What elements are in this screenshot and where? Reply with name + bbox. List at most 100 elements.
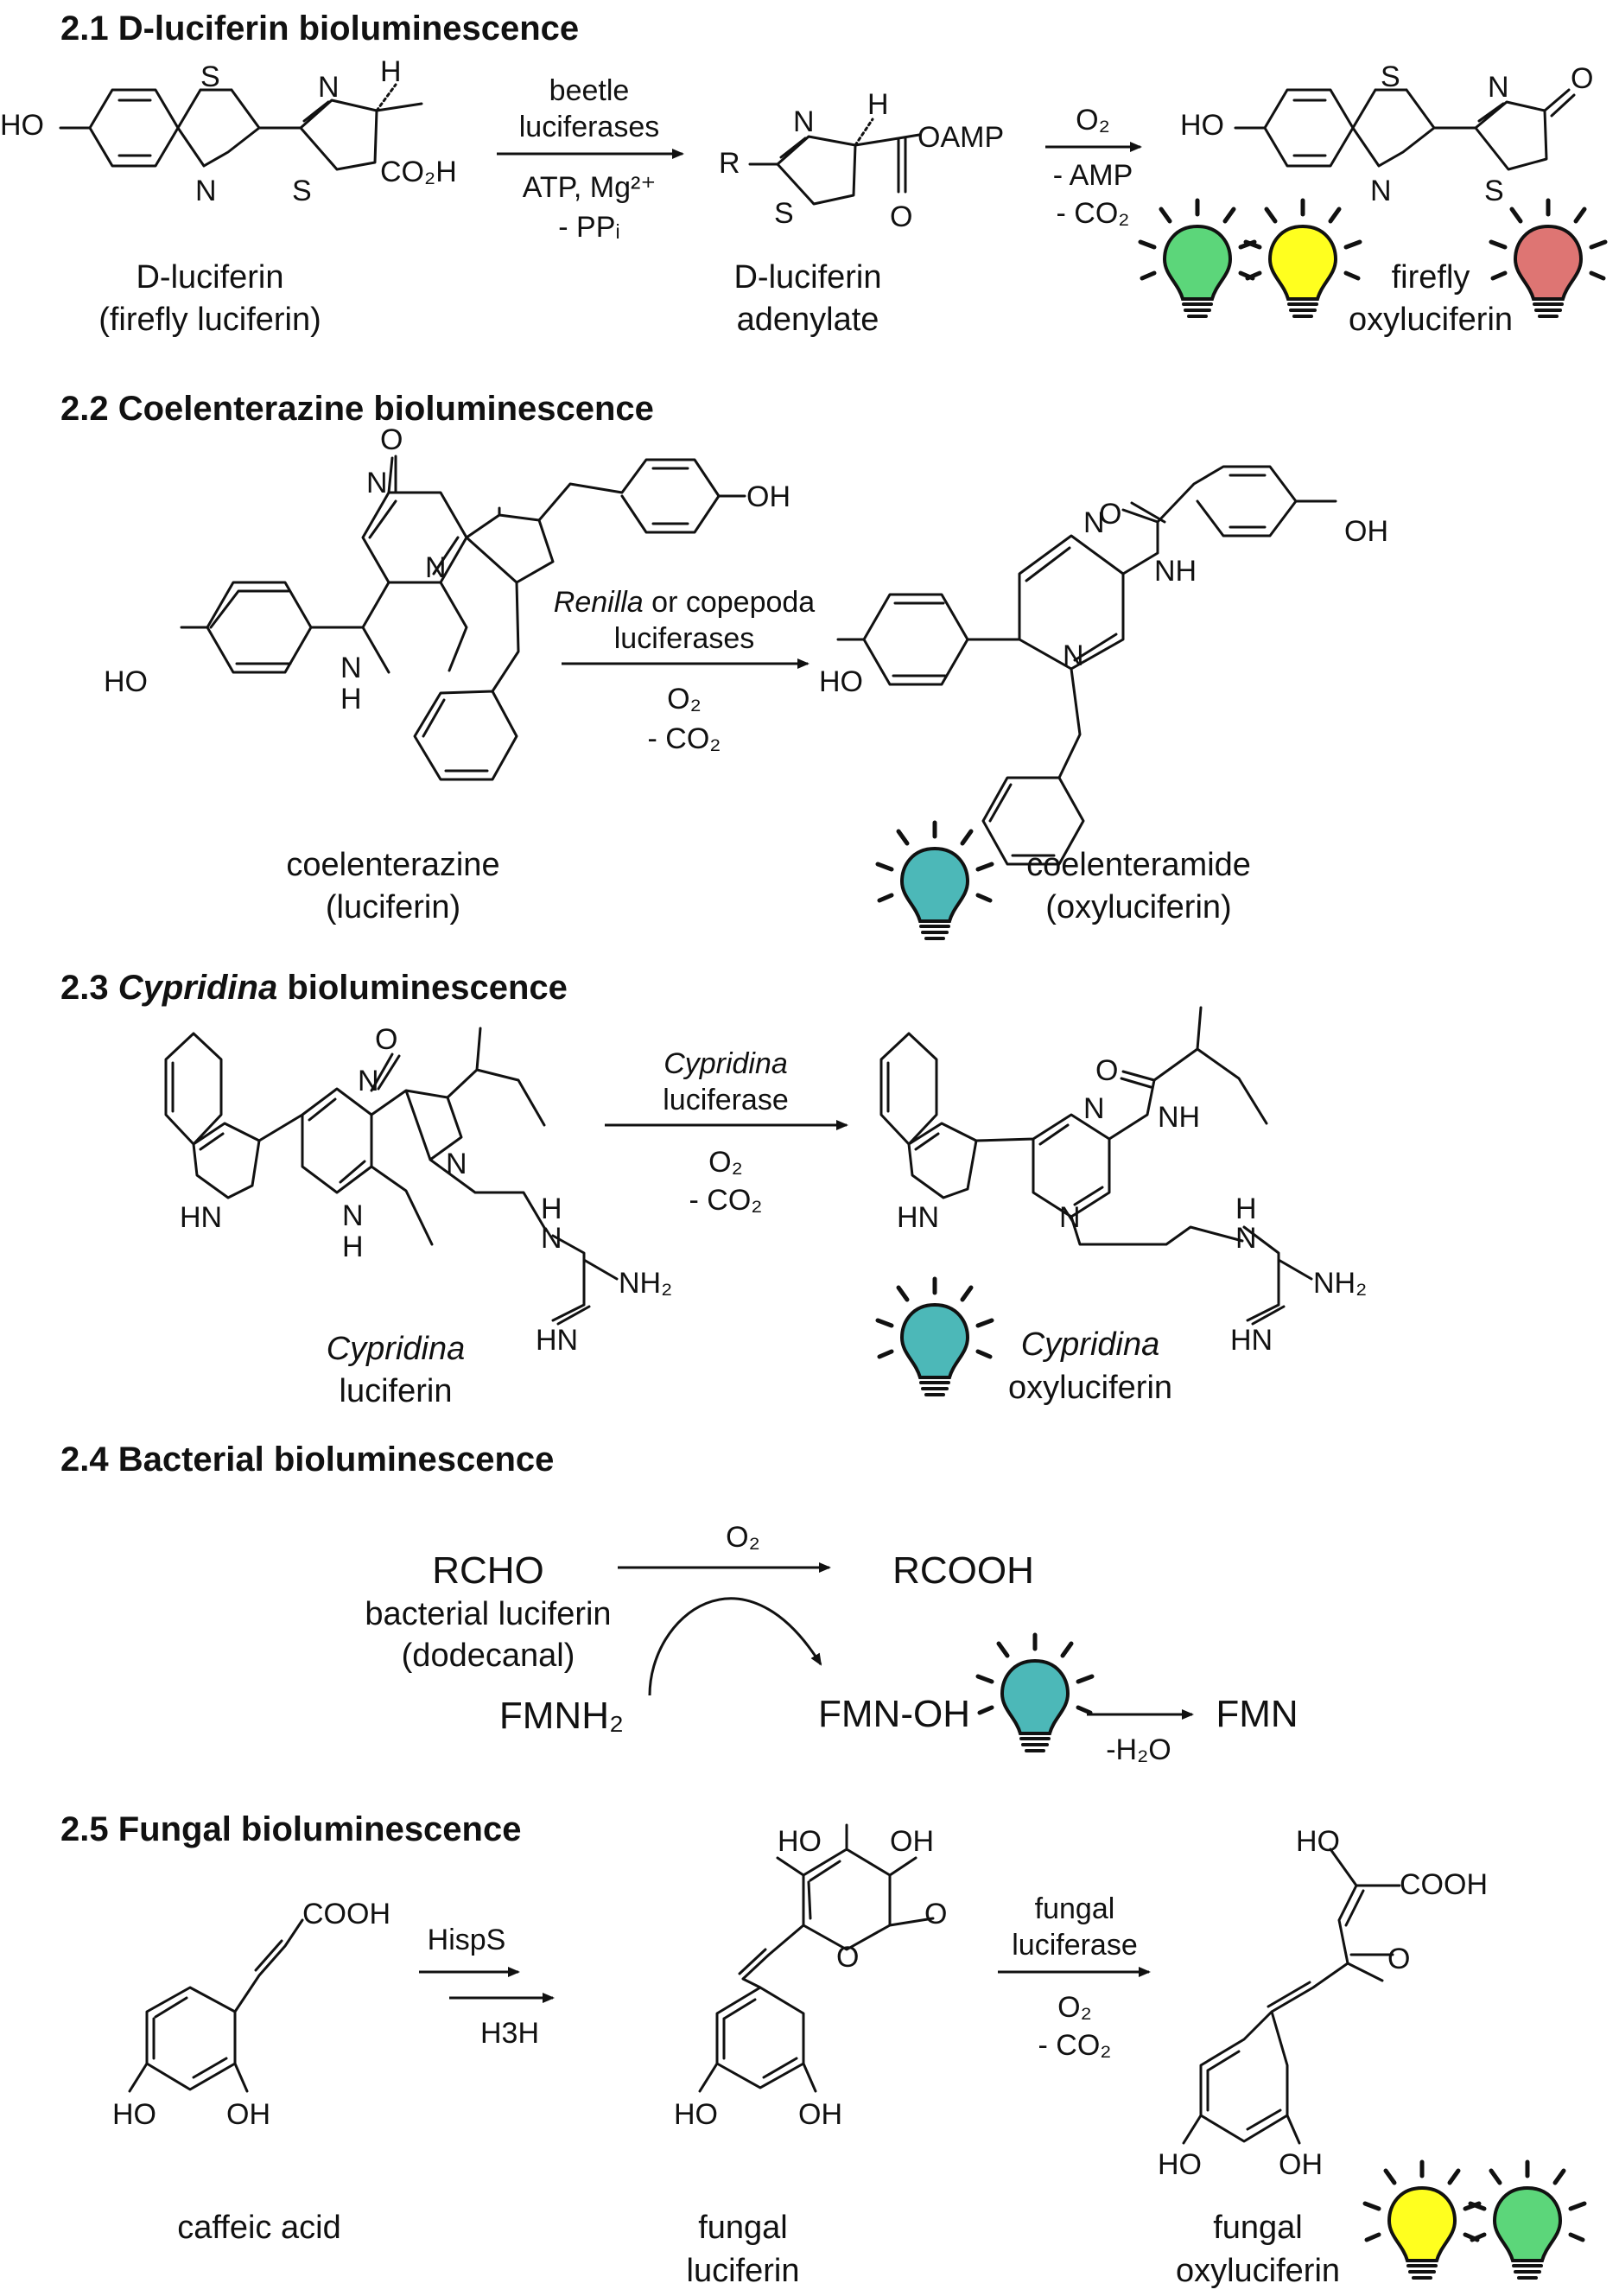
structure-d-luciferin: HO S N N S H CO₂H bbox=[0, 55, 457, 207]
atom-label: N bbox=[1370, 175, 1392, 207]
atom-label: HO bbox=[0, 109, 44, 142]
atom-label: OH bbox=[226, 2098, 270, 2131]
structure-cypridina-oxyluciferin: N O NH N HN H N NH₂ HN bbox=[879, 1006, 1367, 1357]
atom-label: N bbox=[425, 551, 447, 584]
atom-label: OAMP bbox=[917, 121, 1004, 154]
substrate-label: coelenterazine bbox=[286, 847, 499, 883]
section-title: 2.5 Fungal bioluminescence bbox=[60, 1810, 521, 1848]
atom-label: HO bbox=[104, 665, 148, 698]
atom-label: S bbox=[200, 60, 220, 93]
atom-label: HN bbox=[1230, 1324, 1273, 1357]
condition-text: O₂ bbox=[1076, 104, 1110, 137]
substrate-label: Cypridina bbox=[327, 1331, 466, 1367]
structure-coelenterazine: O OH N N HO H N bbox=[104, 423, 790, 781]
condition-text: fungal bbox=[1035, 1892, 1115, 1925]
atom-label: R bbox=[719, 147, 740, 180]
condition-text: - CO₂ bbox=[648, 722, 721, 755]
condition-text: H3H bbox=[480, 2017, 539, 2050]
condition-text: - CO₂ bbox=[1057, 197, 1130, 230]
condition-text: O₂ bbox=[708, 1146, 743, 1179]
structure-fungal-oxyluciferin: HO COOH O HO OH bbox=[1158, 1825, 1488, 2181]
product-label: FMN-OH bbox=[818, 1693, 970, 1735]
atom-label: HO bbox=[1158, 2148, 1202, 2181]
product-label: oxyluciferin bbox=[1176, 2253, 1340, 2289]
product-label: firefly bbox=[1392, 259, 1470, 296]
atom-label: N bbox=[342, 1199, 364, 1232]
atom-label: N bbox=[1235, 1222, 1257, 1255]
atom-label: S bbox=[1484, 175, 1504, 207]
atom-label: COOH bbox=[302, 1898, 390, 1930]
atom-label: NH₂ bbox=[1313, 1267, 1367, 1300]
atom-label: O bbox=[1099, 498, 1121, 531]
section-coelenterazine: 2.2 Coelenterazine bioluminescence O OH … bbox=[60, 390, 1388, 938]
section-cypridina: 2.3 Cypridina bioluminescence O N N HN H… bbox=[60, 969, 1367, 1409]
intermediate-label: fungal bbox=[698, 2210, 788, 2246]
atom-label: N bbox=[1488, 71, 1509, 104]
condition-text: - AMP bbox=[1053, 159, 1133, 192]
atom-label: H bbox=[1235, 1193, 1257, 1225]
substrate-label: bacterial luciferin bbox=[365, 1596, 611, 1632]
atom-label: CO₂H bbox=[380, 156, 457, 188]
atom-label: S bbox=[1381, 60, 1400, 93]
atom-label: HN bbox=[897, 1201, 939, 1234]
product-label: coelenteramide bbox=[1026, 847, 1251, 883]
product-label: fungal bbox=[1213, 2210, 1303, 2246]
condition-text: beetle bbox=[549, 74, 630, 107]
atom-label: H bbox=[380, 55, 402, 88]
product-label: RCOOH bbox=[892, 1549, 1034, 1592]
condition-text: luciferases bbox=[519, 111, 660, 143]
atom-label: N bbox=[1083, 1092, 1105, 1125]
atom-label: N bbox=[318, 71, 340, 104]
atom-label: O bbox=[1571, 62, 1593, 95]
intermediate-label: adenylate bbox=[737, 302, 879, 338]
structure-cypridina-luciferin: O N N HN H N H N NH₂ HN bbox=[164, 1023, 672, 1357]
reaction-arrow bbox=[648, 1597, 822, 1696]
condition-text: O₂ bbox=[726, 1521, 760, 1554]
section-title: 2.2 Coelenterazine bioluminescence bbox=[60, 390, 654, 428]
atom-label: O bbox=[890, 200, 912, 233]
atom-label: HO bbox=[778, 1825, 822, 1858]
lightbulb-icon bbox=[1491, 200, 1605, 316]
lightbulb-icon bbox=[878, 1279, 992, 1395]
substrate-label: caffeic acid bbox=[177, 2210, 340, 2246]
atom-label: O bbox=[1095, 1054, 1118, 1087]
substrate-label: RCHO bbox=[432, 1549, 544, 1592]
structure-oxyluciferin: HO S N N S O bbox=[1180, 60, 1593, 207]
condition-text: ATP, Mg²⁺ bbox=[523, 171, 657, 204]
atom-label: HN bbox=[536, 1324, 578, 1357]
intermediate-label: luciferin bbox=[687, 2253, 800, 2289]
structure-caffeic-acid: COOH HO OH bbox=[112, 1898, 390, 2131]
atom-label: OH bbox=[890, 1825, 934, 1858]
structure-adenylate: R N S H OAMP O bbox=[719, 88, 1004, 233]
section-d-luciferin: 2.1 D-luciferin bioluminescence HO S N N… bbox=[0, 10, 1605, 338]
atom-label: HO bbox=[112, 2098, 156, 2131]
substrate-label: luciferin bbox=[340, 1373, 453, 1409]
product-label: oxyluciferin bbox=[1349, 302, 1513, 338]
section-bacterial: 2.4 Bacterial bioluminescence RCHO bacte… bbox=[60, 1441, 1298, 1766]
cofactor-label: FMNH₂ bbox=[499, 1695, 624, 1737]
atom-label: N bbox=[366, 467, 388, 499]
atom-label: N bbox=[195, 175, 217, 207]
substrate-label: D-luciferin bbox=[136, 259, 283, 296]
atom-label: OH bbox=[1279, 2148, 1323, 2181]
condition-text: -H₂O bbox=[1106, 1733, 1171, 1766]
condition-text: Cypridina bbox=[663, 1047, 788, 1080]
condition-text: O₂ bbox=[1057, 1991, 1092, 2024]
substrate-label: (luciferin) bbox=[326, 889, 460, 925]
condition-text: luciferase bbox=[1012, 1929, 1138, 1962]
atom-label: NH bbox=[1158, 1101, 1200, 1134]
condition-text: - CO₂ bbox=[1038, 2029, 1112, 2062]
atom-label: HO bbox=[819, 665, 863, 698]
substrate-label: (firefly luciferin) bbox=[98, 302, 321, 338]
lightbulb-icon bbox=[878, 823, 992, 938]
lightbulb-icon bbox=[1365, 2162, 1479, 2278]
condition-text: - CO₂ bbox=[689, 1184, 763, 1217]
atom-label: NH bbox=[1154, 555, 1197, 588]
atom-label: H bbox=[867, 88, 889, 121]
section-title: 2.1 D-luciferin bioluminescence bbox=[60, 10, 579, 48]
structure-fungal-luciferin: HO OH O O HO OH bbox=[674, 1823, 947, 2131]
section-title: 2.3 Cypridina bioluminescence bbox=[60, 969, 568, 1007]
atom-label: N bbox=[358, 1065, 379, 1097]
atom-label: O bbox=[924, 1898, 947, 1930]
